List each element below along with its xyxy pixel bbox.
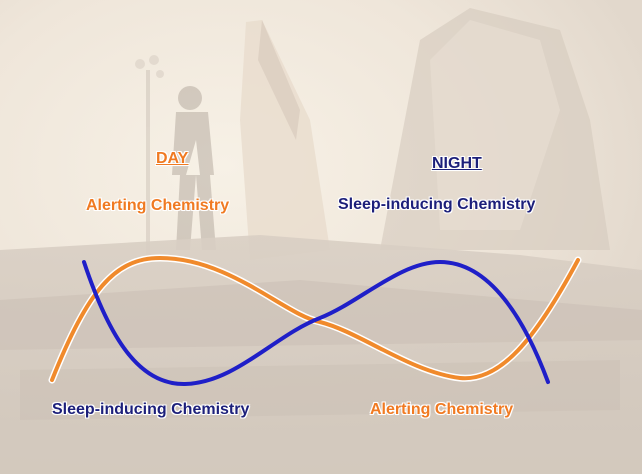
sleep-curve xyxy=(82,259,550,387)
person-silhouette-icon xyxy=(172,86,216,250)
bottom-left-label: Sleep-inducing Chemistry xyxy=(52,401,250,418)
night-subtitle: Sleep-inducing Chemistry xyxy=(338,196,536,213)
day-heading: DAY xyxy=(156,150,189,167)
tail-fin-icon xyxy=(240,20,330,260)
light-pole-icon xyxy=(135,55,164,260)
bottom-right-label: Alerting Chemistry xyxy=(370,401,514,418)
night-heading: NIGHT xyxy=(432,155,482,172)
alerting-curve xyxy=(50,255,580,382)
day-subtitle: Alerting Chemistry xyxy=(86,197,230,214)
